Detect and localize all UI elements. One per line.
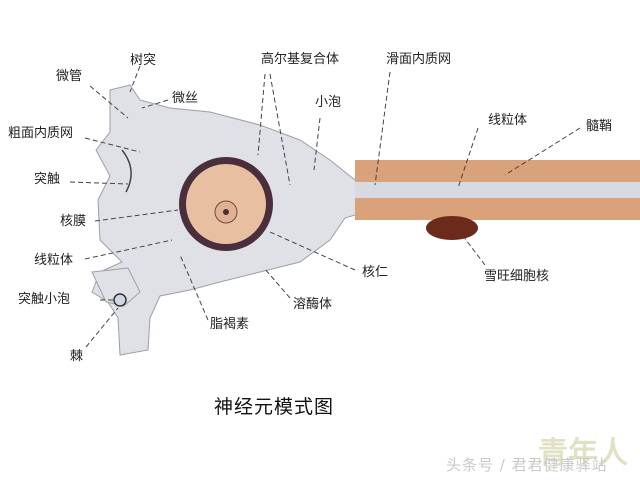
diagram-title: 神经元模式图: [214, 396, 335, 418]
watermark-logo: 青年人: [538, 436, 628, 471]
label-microfilament: 微丝: [172, 91, 199, 106]
label-synapse: 突触: [34, 172, 61, 187]
synaptic-vesicle-shape: [113, 293, 127, 307]
label-rough-er: 粗面内质网: [8, 126, 74, 141]
label-vesicle: 小泡: [315, 95, 342, 110]
label-golgi: 高尔基复合体: [261, 52, 340, 67]
label-nucleolus: 核仁: [362, 265, 389, 280]
label-mitochondria-left: 线粒体: [34, 253, 74, 268]
myelin-lower: [355, 198, 640, 220]
label-lysosome: 溶酶体: [293, 297, 333, 312]
label-microtubule: 微管: [56, 69, 83, 84]
label-dendrite: 树突: [130, 53, 157, 68]
axon-core: [355, 182, 640, 198]
label-schwann-nucleus: 雪旺细胞核: [484, 269, 550, 284]
label-mitochondria-right: 线粒体: [488, 113, 528, 128]
label-smooth-er: 滑面内质网: [386, 52, 452, 67]
spine-bulb: [91, 267, 141, 307]
schwann-nucleus-shape: [426, 216, 478, 240]
label-spine: 棘: [70, 349, 84, 364]
watermark-text: 头条号 / 君君健康驿站: [446, 456, 608, 474]
myelin-upper: [355, 160, 640, 182]
label-synaptic-vesicle: 突触小泡: [18, 292, 71, 307]
label-lipofuscin: 脂褐素: [210, 317, 250, 332]
label-nuclear-membrane: 核膜: [60, 214, 87, 229]
leader-lines: [69, 65, 581, 348]
nucleolus-core: [223, 209, 229, 215]
synapse-shape: [121, 149, 132, 193]
label-myelin-sheath: 髓鞘: [586, 119, 613, 134]
